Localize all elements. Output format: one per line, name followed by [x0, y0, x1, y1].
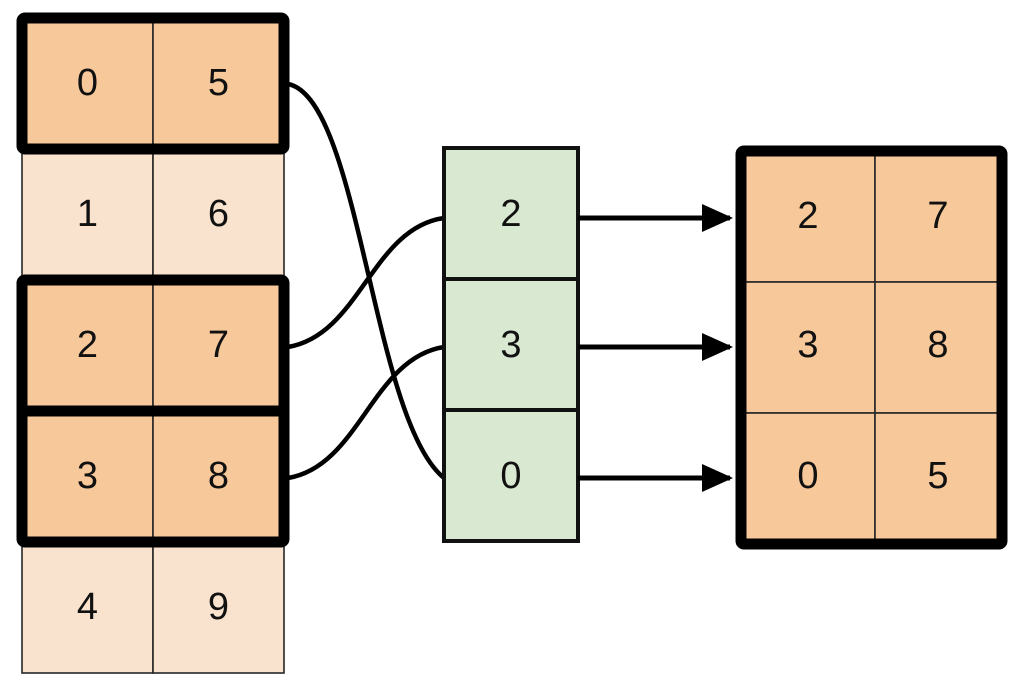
index-cell-label: 3 [500, 324, 521, 366]
result-cell[interactable] [740, 412, 876, 545]
index-cell-label: 2 [500, 193, 521, 235]
source-cell[interactable] [152, 17, 285, 150]
result-cell-label: 3 [797, 324, 818, 366]
source-cell[interactable] [152, 541, 285, 674]
source-cell-label: 2 [77, 324, 98, 366]
source-row-highlight-frame [16, 12, 290, 155]
source-cell[interactable] [21, 541, 154, 674]
result-row[interactable]: 2 7 [740, 150, 1003, 283]
connector-curve-row0-to-index2 [285, 81, 447, 481]
index-to-result-arrows [578, 204, 734, 493]
source-cell-label: 5 [208, 62, 229, 104]
result-array: 2 7 3 8 0 5 [735, 145, 1008, 550]
source-row[interactable]: 4 9 [21, 541, 285, 674]
source-cell-label: 9 [208, 586, 229, 628]
source-row[interactable]: 3 8 [21, 410, 285, 543]
source-to-index-connectors [285, 81, 447, 481]
connector-curve-row2-to-index0 [285, 215, 447, 350]
result-cell[interactable] [874, 281, 1003, 414]
source-cell-label: 0 [77, 62, 98, 104]
source-cell[interactable] [21, 17, 154, 150]
index-cell-label: 0 [500, 455, 521, 497]
source-cell[interactable] [152, 410, 285, 543]
source-cell-label: 4 [77, 586, 98, 628]
source-row[interactable]: 0 5 [21, 17, 285, 150]
source-cell-label: 8 [208, 455, 229, 497]
source-cell[interactable] [152, 279, 285, 412]
source-cell-label: 1 [77, 193, 98, 235]
result-row[interactable]: 0 5 [740, 412, 1003, 545]
result-cell-label: 2 [797, 195, 818, 237]
source-cell[interactable] [21, 279, 154, 412]
connector-curve-row3-to-index1 [285, 344, 447, 481]
source-cell[interactable] [152, 148, 285, 281]
result-table-outline [735, 145, 1008, 550]
result-cell-label: 0 [797, 455, 818, 497]
source-array: 0 5 1 6 2 7 3 8 [16, 12, 290, 674]
source-cell-label: 6 [208, 193, 229, 235]
result-cell-label: 7 [927, 195, 948, 237]
source-cell-label: 3 [77, 455, 98, 497]
result-row[interactable]: 3 8 [740, 281, 1003, 414]
source-row[interactable]: 2 7 [21, 279, 285, 412]
result-cell-label: 5 [927, 455, 948, 497]
result-cell-label: 8 [927, 324, 948, 366]
result-cell[interactable] [874, 412, 1003, 545]
result-cell[interactable] [874, 150, 1003, 283]
index-cell[interactable] [442, 277, 580, 412]
index-vector: 2 3 0 [442, 146, 580, 543]
source-row[interactable]: 1 6 [21, 148, 285, 281]
source-cell-label: 7 [208, 324, 229, 366]
